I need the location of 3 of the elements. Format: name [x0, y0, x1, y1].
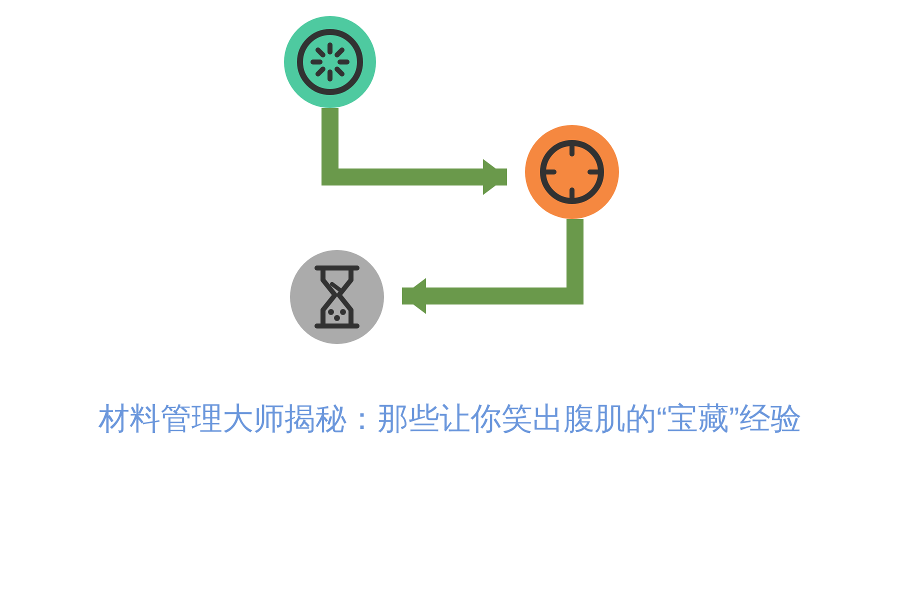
title: 材料管理大师揭秘：那些让你笑出腹肌的“宝藏”经验: [98, 400, 802, 438]
arrow: [322, 108, 507, 195]
arrow: [402, 219, 584, 314]
